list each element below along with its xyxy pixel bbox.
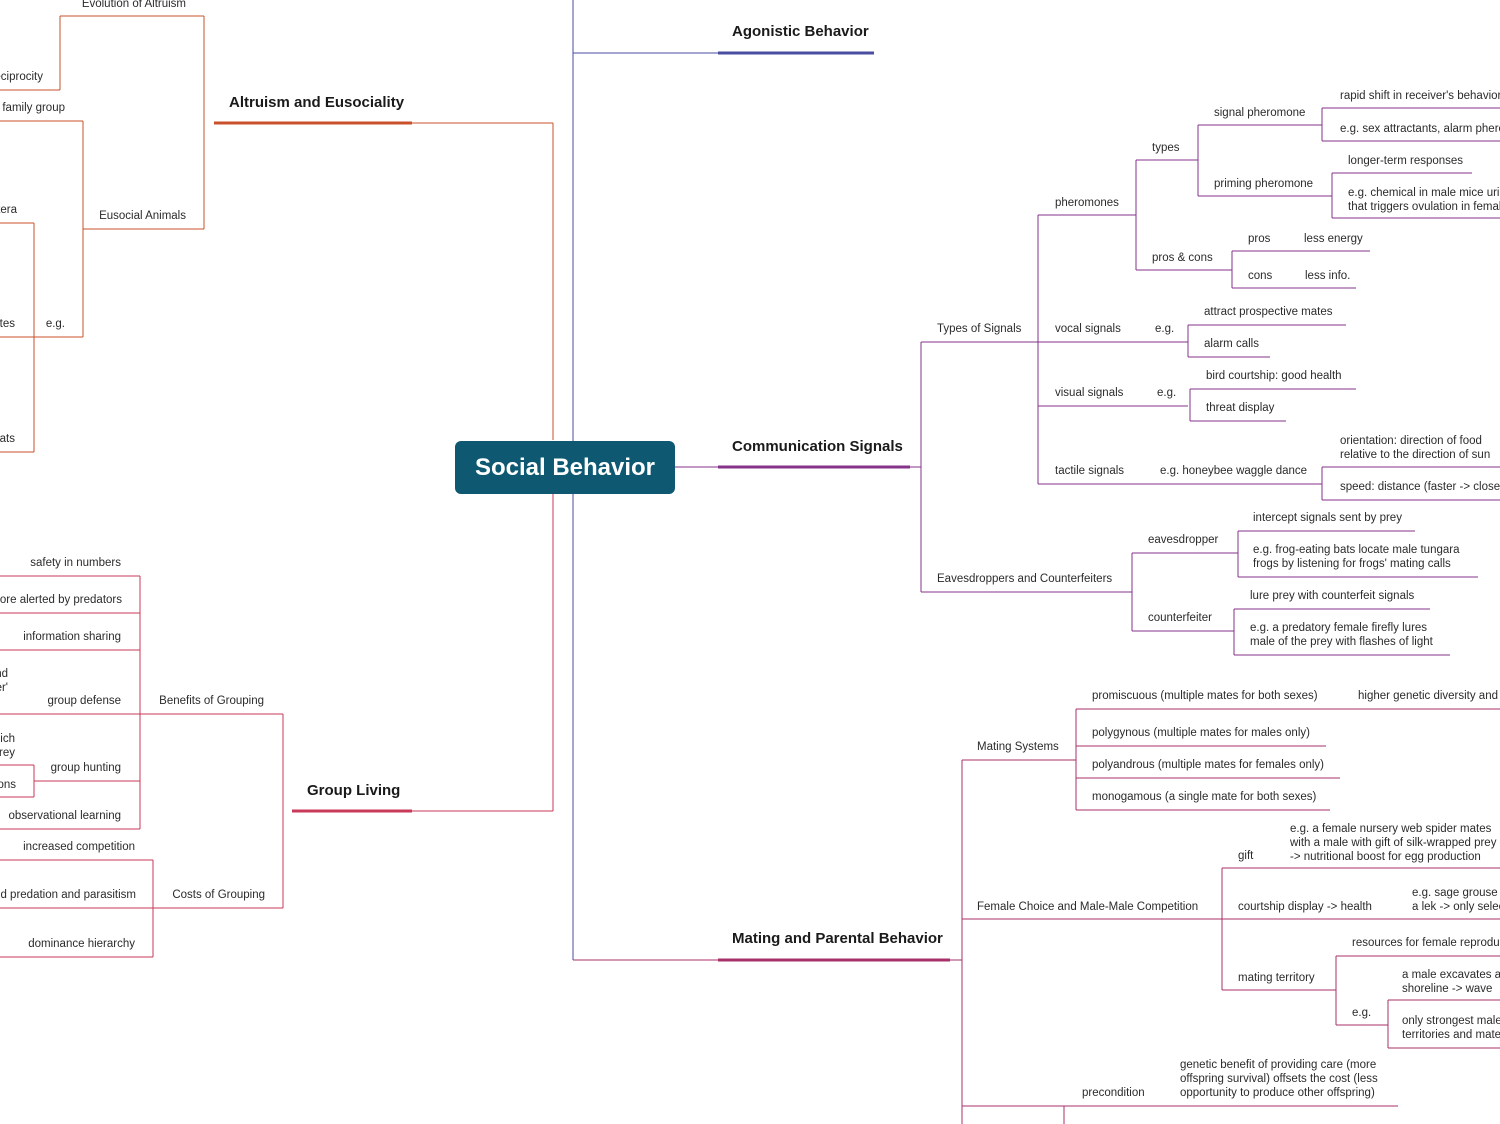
topic-mating[interactable]: Mating and Parental Behavior (732, 930, 943, 947)
topic-safety[interactable]: safety in numbers (30, 557, 121, 569)
topic-visual[interactable]: visual signals (1055, 387, 1124, 399)
topic-evolution-of-altruism[interactable]: Evolution of Altruism (81, 0, 186, 10)
topic-precondition[interactable]: precondition (1082, 1087, 1145, 1099)
topic-lure-prey[interactable]: lure prey with counterfeit signals (1250, 590, 1415, 602)
topic-benefits[interactable]: Benefits of Grouping (159, 695, 264, 707)
topic-termites[interactable]: termites (0, 318, 15, 330)
topic-orientation[interactable]: orientation: direction of food relative … (1340, 435, 1491, 461)
topic-alarm-calls[interactable]: alarm calls (1204, 338, 1259, 350)
topic-speed[interactable]: speed: distance (faster -> closer) (1340, 481, 1500, 493)
topic-eg-territory[interactable]: e.g. (1352, 1007, 1372, 1019)
topic-mating-territory[interactable]: mating territory (1238, 972, 1315, 984)
topic-monogamous[interactable]: monogamous (a single mate for both sexes… (1092, 791, 1317, 803)
topic-polyandrous[interactable]: polyandrous (multiple mates for females … (1092, 759, 1325, 771)
topic-promiscuous[interactable]: promiscuous (multiple mates for both sex… (1092, 690, 1318, 702)
topic-strongest[interactable]: only strongest males territories and mat… (1402, 1015, 1500, 1041)
topic-gift[interactable]: gift (1238, 850, 1254, 862)
topic-tactile[interactable]: tactile signals (1055, 465, 1125, 477)
topic-courtship[interactable]: courtship display -> health (1238, 901, 1372, 913)
topic-predation[interactable]: increased predation and parasitism (0, 889, 136, 901)
topic-group-hunting[interactable]: group hunting (50, 762, 121, 774)
topic-frog-bats[interactable]: e.g. frog-eating bats locate male tungar… (1253, 544, 1460, 570)
topic-male-mice[interactable]: e.g. chemical in male mice urine that tr… (1348, 187, 1500, 213)
topic-competition[interactable]: increased competition (23, 841, 135, 853)
topic-eusocial[interactable]: Eusocial Animals (99, 210, 186, 222)
topic-genetic-benefit[interactable]: genetic benefit of providing care (more … (1180, 1059, 1378, 1099)
topic-eg-visual[interactable]: e.g. (1157, 387, 1177, 399)
topic-agonistic[interactable]: Agonistic Behavior (732, 23, 869, 40)
topic-counterfeiter[interactable]: counterfeiter (1148, 612, 1212, 624)
topic-grouse[interactable]: e.g. sage grouse a lek -> only selects (1412, 887, 1500, 913)
topic-mole-rats[interactable]: naked mole rats (0, 433, 15, 445)
topic-pros-cons[interactable]: pros & cons (1152, 252, 1213, 264)
topic-eg-vocal[interactable]: e.g. (1155, 323, 1175, 335)
topic-defense-eg[interactable]: e.g. musk oxen form a ring and protect t… (0, 668, 8, 694)
topic-group-defense[interactable]: group defense (47, 695, 121, 707)
topic-pheromones[interactable]: pheromones (1055, 197, 1119, 209)
topic-alerted[interactable]: prey more alerted by predators (0, 594, 122, 606)
topic-group-living[interactable]: Group Living (307, 782, 401, 799)
topic-cons[interactable]: cons (1248, 270, 1273, 282)
topic-threat-display[interactable]: threat display (1206, 402, 1275, 414)
topic-longer-term[interactable]: longer-term responses (1348, 155, 1464, 167)
topic-gift-eg[interactable]: e.g. a female nursery web spider mates w… (1290, 823, 1497, 863)
topic-higher-diversity[interactable]: higher genetic diversity and (1358, 690, 1498, 702)
topic-types[interactable]: types (1152, 142, 1180, 154)
topic-vocal[interactable]: vocal signals (1055, 323, 1121, 335)
topic-observational[interactable]: observational learning (8, 810, 121, 822)
topic-intercept[interactable]: intercept signals sent by prey (1253, 512, 1402, 524)
topic-costs[interactable]: Costs of Grouping (172, 889, 265, 901)
central-topic[interactable]: Social Behavior (455, 441, 675, 494)
topic-polygynous[interactable]: polygynous (multiple mates for males onl… (1092, 727, 1310, 739)
topic-female-choice[interactable]: Female Choice and Male-Male Competition (977, 901, 1199, 913)
topic-hunting-eg2[interactable]: e.g. lions (0, 779, 16, 791)
topic-eavesdroppers[interactable]: Eavesdroppers and Counterfeiters (937, 573, 1113, 585)
topic-types-of-signals[interactable]: Types of Signals (937, 323, 1022, 335)
topic-hymenoptera[interactable]: Hymenoptera (0, 204, 17, 216)
topic-firefly[interactable]: e.g. a predatory female firefly lures ma… (1250, 622, 1433, 648)
topic-pros[interactable]: pros (1248, 233, 1271, 245)
topic-hunting-eg[interactable]: e.g. wolves hunt in packs, which allows … (0, 733, 15, 759)
topic-family-group[interactable]: family group (2, 102, 65, 114)
topic-dominance[interactable]: dominance hierarchy (28, 938, 135, 950)
topic-attract-mates[interactable]: attract prospective mates (1204, 306, 1333, 318)
topic-excavates[interactable]: a male excavates a shoreline -> wave (1402, 969, 1500, 995)
topic-reciprocity[interactable]: Reciprocity (0, 71, 43, 83)
topic-waggle[interactable]: e.g. honeybee waggle dance (1160, 465, 1308, 477)
topic-less-energy[interactable]: less energy (1304, 233, 1363, 245)
topic-eavesdropper[interactable]: eavesdropper (1148, 534, 1219, 546)
topic-mating-systems[interactable]: Mating Systems (977, 741, 1059, 753)
topic-communication[interactable]: Communication Signals (732, 438, 903, 455)
topic-altruism[interactable]: Altruism and Eusociality (229, 94, 405, 111)
topic-less-info[interactable]: less info. (1305, 270, 1351, 282)
topic-info-sharing[interactable]: information sharing (23, 631, 121, 643)
topic-sex-attractants[interactable]: e.g. sex attractants, alarm pheromones (1340, 123, 1500, 135)
topic-eg-left[interactable]: e.g. (45, 318, 65, 330)
topic-rapid-shift[interactable]: rapid shift in receiver's behavior (1340, 90, 1500, 102)
topic-resources[interactable]: resources for female reproduction (1352, 937, 1500, 949)
topic-priming-pheromone[interactable]: priming pheromone (1214, 178, 1314, 190)
topic-bird-courtship[interactable]: bird courtship: good health (1206, 370, 1342, 382)
topic-signal-pheromone[interactable]: signal pheromone (1214, 107, 1306, 119)
